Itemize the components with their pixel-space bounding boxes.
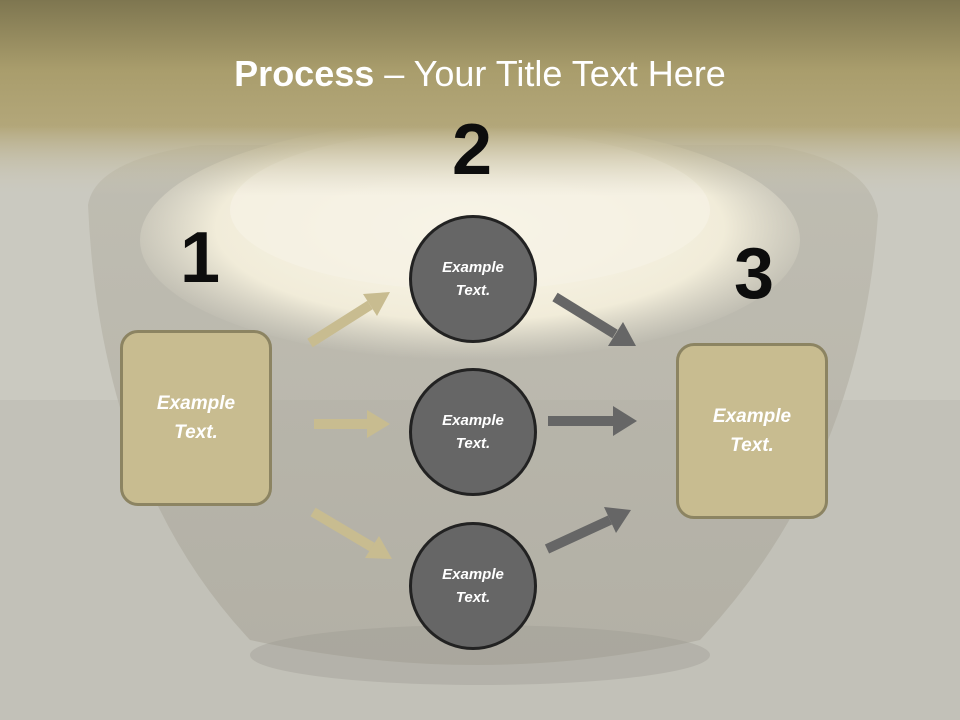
circle-top-line1: Example <box>442 259 504 276</box>
circle-middle: Example Text. <box>409 368 537 496</box>
circle-top: Example Text. <box>409 215 537 343</box>
circle-bottom: Example Text. <box>409 522 537 650</box>
circle-bottom-line1: Example <box>442 566 504 583</box>
slide-title: Process – Your Title Text Here <box>0 52 960 96</box>
left-box: Example Text. <box>120 330 272 506</box>
title-rest: – Your Title Text Here <box>374 53 726 94</box>
right-box-line2: Text. <box>730 435 774 456</box>
step-number-1: 1 <box>179 218 221 298</box>
left-box-line2: Text. <box>174 422 218 443</box>
circle-middle-line1: Example <box>442 412 504 429</box>
circle-top-line2: Text. <box>455 282 491 299</box>
right-box: Example Text. <box>676 343 828 519</box>
right-box-line1: Example <box>712 406 792 427</box>
step-number-3: 3 <box>733 234 775 314</box>
title-bold: Process <box>234 53 375 94</box>
left-box-line1: Example <box>156 393 236 414</box>
step-number-2: 2 <box>451 110 493 190</box>
circle-bottom-line2: Text. <box>455 589 491 606</box>
circle-middle-line2: Text. <box>455 435 491 452</box>
